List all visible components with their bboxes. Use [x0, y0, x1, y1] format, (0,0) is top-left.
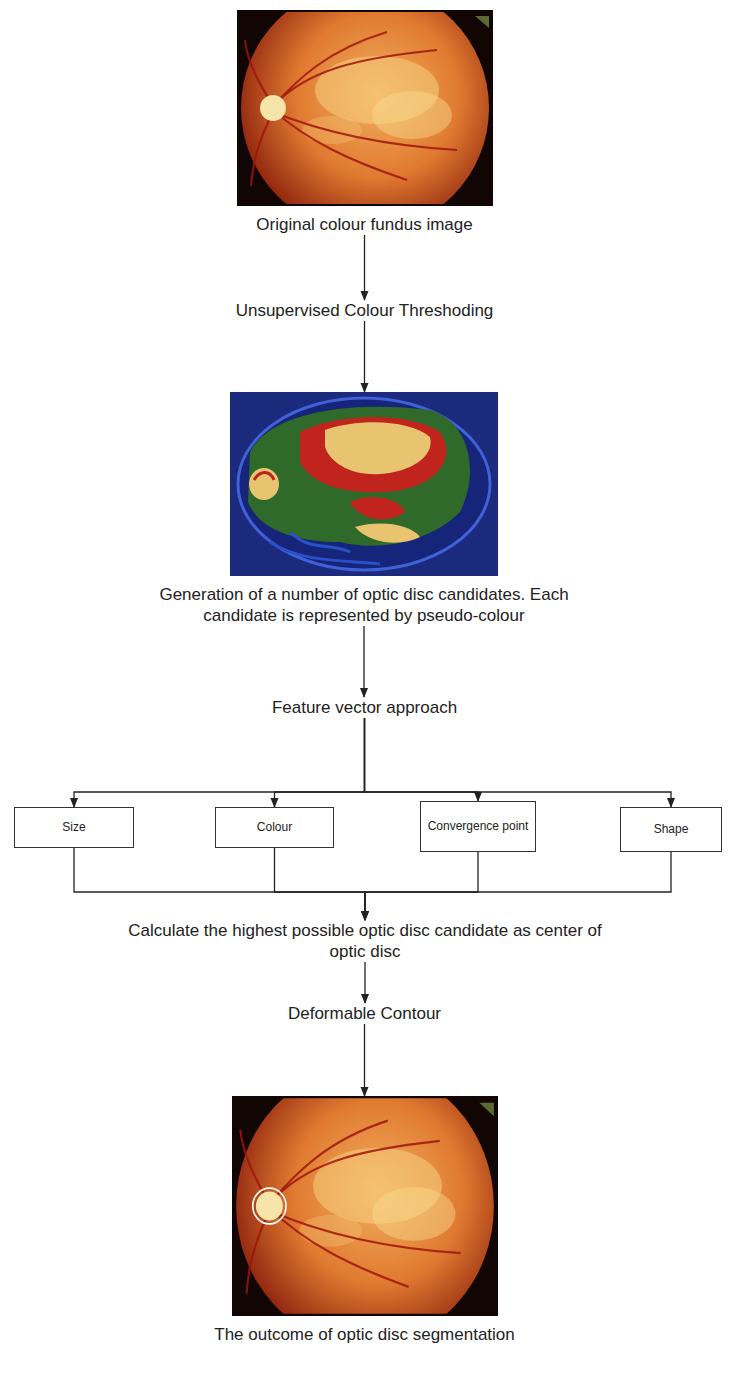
image-step: Original colour fundus image — [180, 10, 549, 235]
flow-arrow — [365, 718, 479, 801]
step-label: Feature vector approach — [200, 697, 529, 718]
flow-arrow — [365, 718, 672, 807]
fundus-image — [237, 10, 493, 206]
feature-label: Size — [62, 820, 85, 835]
process-step: Unsupervised Colour Threshoding — [150, 300, 579, 321]
flow-arrow — [365, 852, 671, 920]
flow-arrow — [364, 962, 365, 1003]
image-caption: The outcome of optic disc segmentation — [180, 1324, 549, 1345]
feature-label: Colour — [257, 820, 292, 835]
flow-arrow — [275, 718, 365, 807]
image-step: Generation of a number of optic disc can… — [144, 392, 584, 626]
flow-arrow — [364, 235, 365, 300]
flow-arrow — [365, 852, 478, 920]
flow-arrow — [364, 321, 365, 392]
step-label: Calculate the highest possible optic dis… — [120, 920, 610, 962]
process-step: Feature vector approach — [200, 697, 529, 718]
feature-box: Shape — [620, 807, 722, 852]
step-label: Unsupervised Colour Threshoding — [150, 300, 579, 321]
illustration — [180, 1096, 549, 1316]
image-caption: Generation of a number of optic disc can… — [144, 584, 584, 626]
image-caption: Original colour fundus image — [180, 214, 549, 235]
flow-arrow — [74, 848, 365, 920]
flow-arrow — [74, 718, 365, 807]
step-label: Deformable Contour — [200, 1003, 529, 1024]
process-step: Calculate the highest possible optic dis… — [120, 920, 610, 962]
feature-box: Convergence point — [420, 801, 536, 852]
feature-label: Convergence point — [428, 819, 529, 834]
pseudo-colour-image — [230, 392, 498, 576]
feature-label: Shape — [654, 822, 689, 837]
image-step: The outcome of optic disc segmentation — [180, 1096, 549, 1345]
illustration — [180, 10, 549, 206]
flow-arrow — [363, 626, 364, 697]
fundus-image — [232, 1096, 498, 1316]
process-step: Deformable Contour — [200, 1003, 529, 1024]
flow-arrow — [275, 848, 366, 920]
feature-box: Size — [14, 807, 134, 848]
illustration — [144, 392, 584, 576]
feature-box: Colour — [215, 807, 334, 848]
flow-arrow — [364, 1024, 365, 1096]
